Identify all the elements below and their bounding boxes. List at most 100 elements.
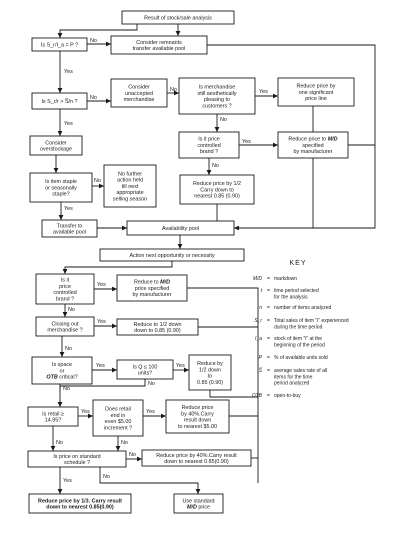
half-price-box-1-text: nearest 0.85 (0.90) [194,194,240,200]
unaccepted-merchandise-box-text: merchandise [124,97,155,103]
even-increment-question-text: even $5.00 [105,419,132,425]
significant-price-line-box-text: one significant [299,90,334,96]
closing-out-question-text: merchandise ? [47,328,82,334]
key-definition: beginning of the period [274,342,325,348]
key-definition: during the time period [274,324,323,330]
edge-label-yes: Yes [63,478,72,484]
significant-price-line-box-text: Reduce price by [297,84,336,90]
edge-label-no: No [121,440,128,446]
standard-schedule-question-text: Is price on standard [53,454,100,460]
key-definition: average sales rate of all [274,368,327,374]
aesthetic-question-text: customers ? [202,103,231,109]
no-further-action-box-text: No further [118,171,142,177]
staple-question-text: Is item staple [45,179,77,185]
manufacturer-markdown-box-1-text: Reduce price to M/D [288,137,337,143]
no-further-action-box-text: till next [122,184,139,190]
aesthetic-question-text: pleasing to [204,97,230,103]
key-equals: = [267,318,270,324]
even-increment-question-text: end in [111,413,126,419]
unaccepted-merchandise-box-text: unaccepted [125,91,153,97]
even-increment-question-text: increment ? [104,425,132,431]
key-symbol: OTB [252,393,263,399]
manufacturer-markdown-box-2-text: Reduce to M/D [134,280,170,286]
key-equals: = [267,336,270,342]
quantity-question-text: Is Q ≤ 100 [133,364,158,370]
consider-remnants-box-text: transfer available pool [133,46,186,52]
closing-out-question-text: Closing out [52,321,79,327]
manufacturer-markdown-box-1-text: specified [302,143,323,149]
use-standard-box-text: Use standard [182,498,214,504]
edge-label-no: No [94,178,101,184]
key-symbol: t [261,288,263,294]
no-further-action-box-text: appropriate [116,190,143,196]
space-otb-question-text: or [60,368,65,374]
significant-price-line-box-text: price line [305,96,327,102]
manufacturer-markdown-box-1-text: by manufacturer [294,149,333,155]
next-opportunity-box: Action next opportunity or necessity [99,248,245,262]
key-equals: = [267,276,270,282]
edge-label-yes: Yes [242,139,251,145]
key-equals: = [267,305,270,311]
quantity-question-text: units? [138,371,152,377]
key-symbol: S_r [254,318,262,324]
key-symbol: M/D [253,276,263,282]
staple-question-text: or seasonally [45,185,77,191]
key-definition: % of available units sold [274,355,328,361]
key-definition: Total sales of item "i" experienced [274,318,349,324]
edge-label-no: No [148,381,155,387]
overstockage-box-text: Consider [45,140,67,146]
forty-percent-box-2-text: Reduce price by 40%.Carry result [156,453,237,459]
edge-label-no: No [170,87,177,93]
key-definition: items for the time [274,374,313,380]
half-price-box-3-text: 1/2 down [199,367,221,373]
no-further-action-box-text: action held [117,178,143,184]
availability-pool-box: Availability pool [126,220,235,236]
key-symbol: I_a [255,336,262,342]
key-symbol: n [259,305,262,311]
price-controlled-question-2-text: brand ? [56,296,74,302]
key-title: KEY [289,260,306,267]
edge-label-no: No [220,117,227,123]
edge-label-yes: Yes [146,409,155,415]
retail-price-question: Is retail ≥14.95? [27,406,79,427]
half-price-box-1-text: Reduce price by 1/2 [193,181,241,187]
no-further-action-box-text: selling season [113,197,147,203]
price-controlled-question-2-text: price [59,284,71,290]
edge-label-yes: Yes [259,89,268,95]
transfer-pool-box-text: available pool [53,230,86,236]
edge-label-no: No [90,95,97,101]
sales-rate-question: Is S_r/r > S̅/n ? [31,92,88,110]
price-controlled-question-2-text: Is it [61,277,70,283]
key-definition: open-to-buy [274,393,301,399]
aesthetic-question-text: still aesthetically [198,91,237,97]
edge-label-no: No [103,474,110,480]
edge-label-no: No [90,38,97,44]
sell-through-question-text: Is S_r/I_a = P ? [41,42,78,48]
half-price-box-3-text: 0.85 (0.90) [197,380,223,386]
key-symbol: P [259,355,263,361]
overstockage-box-text: overstockage [40,147,72,153]
standard-schedule-question-text: schedule ? [64,460,90,466]
key-definition: stock of item "i" at the [274,336,322,342]
edge-label-yes: Yes [96,363,105,369]
staple-question-text: staple? [52,192,69,198]
consider-remnants-box-text: Consider remnants [136,40,182,46]
half-price-box-1-text: Carry down to [200,187,234,193]
edge-label-yes: Yes [64,121,73,127]
even-increment-question-text: Does retail [105,406,131,412]
edge-label-no: No [68,307,75,313]
